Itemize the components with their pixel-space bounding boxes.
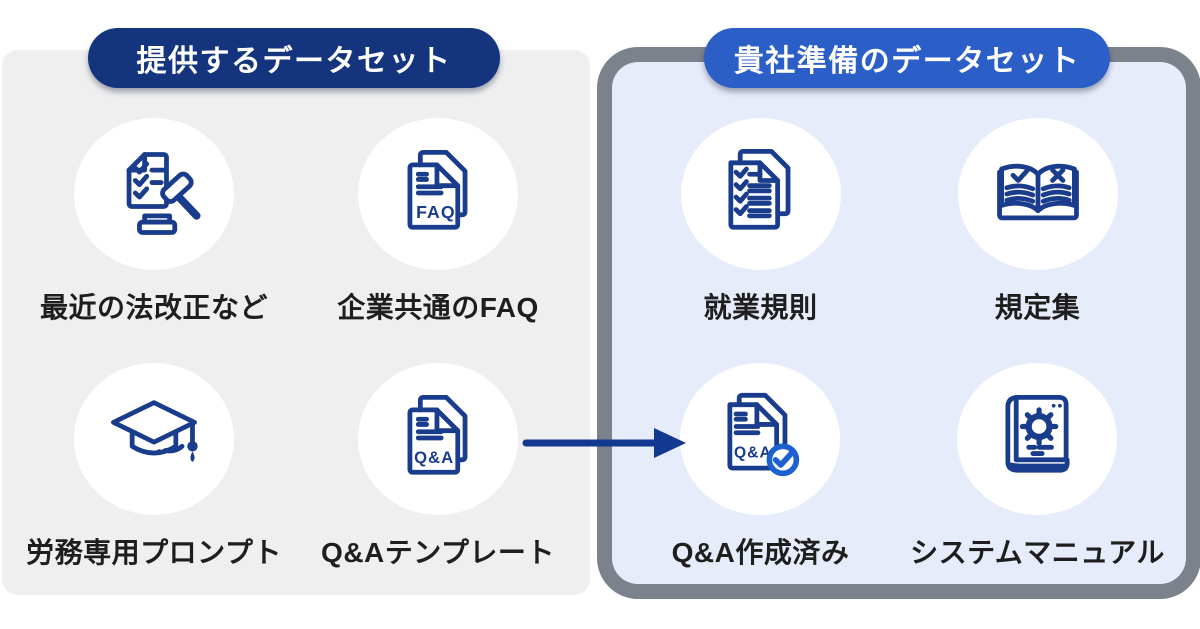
icon-badge-text: Q&A [734,445,772,462]
item-label: システムマニュアル [910,537,1165,568]
icon-circle [680,118,841,270]
icon-circle: Q&A [680,363,841,515]
item-label: 就業規則 [703,292,818,323]
item-label: 最近の法改正など [39,292,268,323]
customer-dataset-title-pill: 貴社準備のデータセット [704,28,1110,88]
customer-dataset-panel: 就業規則 [612,62,1186,584]
dataset-item: 労務専用プロンプト [26,363,282,571]
flow-arrow-icon [522,428,686,458]
dataset-item: Q&A Q&Aテンプレート [321,363,555,571]
dataset-item: FAQ 企業共通のFAQ [337,118,539,326]
law-check-gavel-icon [126,152,201,235]
item-label: 企業共通のFAQ [337,292,539,323]
dataset-item: Q&A Q&A作成済み [672,363,850,571]
icon-circle: FAQ [358,118,518,270]
system-manual-book-icon [1005,395,1071,473]
icon-circle [73,363,234,515]
open-book-check-icon [996,163,1079,221]
dataset-item: 最近の法改正など [40,118,268,326]
qa-completed-check-icon: Q&A [727,392,800,477]
dataset-item: 規定集 [957,118,1118,326]
icon-circle: Q&A [357,363,518,515]
icon-circle [957,363,1118,515]
item-label: Q&A作成済み [671,537,850,568]
dataset-item: システムマニュアル [910,363,1165,571]
item-label: 労務専用プロンプト [26,537,282,568]
checklist-documents-icon [727,148,790,230]
provided-dataset-panel: 最近の法改正など FAQ 企業共通のFAQ [2,50,590,595]
dataset-item: 就業規則 [680,118,841,326]
icon-badge-text: FAQ [416,202,455,222]
icon-circle [73,118,234,270]
graduation-cap-icon [111,400,198,462]
customer-dataset-title: 貴社準備のデータセット [733,45,1081,78]
icon-circle [957,118,1118,270]
faq-documents-icon: FAQ [407,150,468,230]
provided-dataset-title: 提供するデータセット [136,45,452,78]
icon-badge-text: Q&A [414,448,454,467]
provided-dataset-title-pill: 提供するデータセット [88,28,500,88]
customer-items-grid: 就業規則 [612,62,1186,571]
provided-items-grid: 最近の法改正など FAQ 企業共通のFAQ [2,50,590,571]
item-label: Q&Aテンプレート [321,537,555,568]
item-label: 規定集 [994,292,1081,323]
qa-documents-icon: Q&A [407,395,468,475]
